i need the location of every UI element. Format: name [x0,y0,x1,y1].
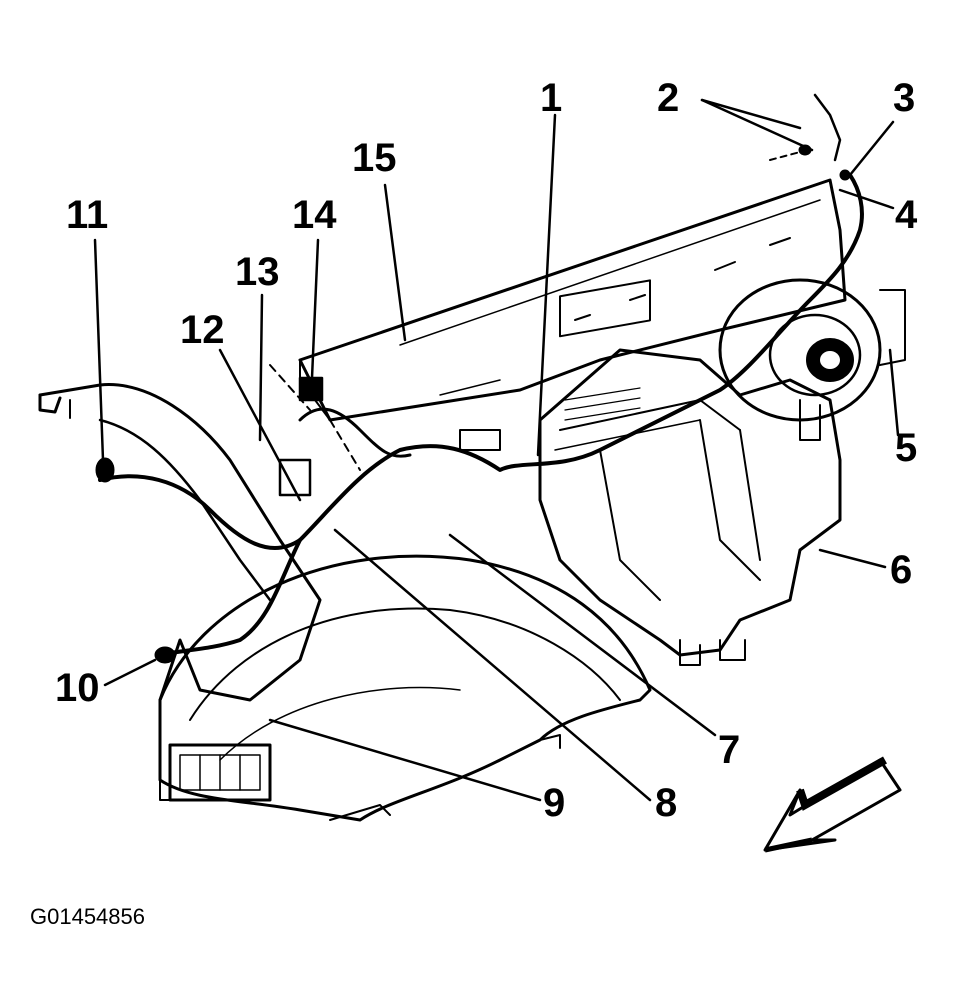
callout-5: 5 [895,426,918,470]
callout-8: 8 [655,781,678,825]
callout-10: 10 [55,666,100,710]
callout-13: 13 [235,250,280,294]
callout-4: 4 [895,193,918,237]
callout-1: 1 [540,76,563,120]
callout-7: 7 [718,728,741,772]
callout-11: 11 [66,193,109,237]
wheelhouse-panel [158,554,652,822]
callout-6: 6 [890,548,913,592]
figure-id: G01454856 [30,904,145,929]
callout-3: 3 [893,76,916,120]
callout-15: 15 [352,136,397,180]
hvac-case [538,348,842,657]
front-direction-arrow-icon [763,756,902,853]
callout-2: 2 [657,76,680,120]
callout-12: 12 [180,308,225,352]
air-distribution-duct [38,383,322,702]
callout-9: 9 [543,781,566,825]
outlet-register [168,743,272,802]
leader-lines [93,98,900,802]
callout-14: 14 [292,193,337,237]
dash-panel [298,178,847,422]
wiring-harness [98,173,864,551]
